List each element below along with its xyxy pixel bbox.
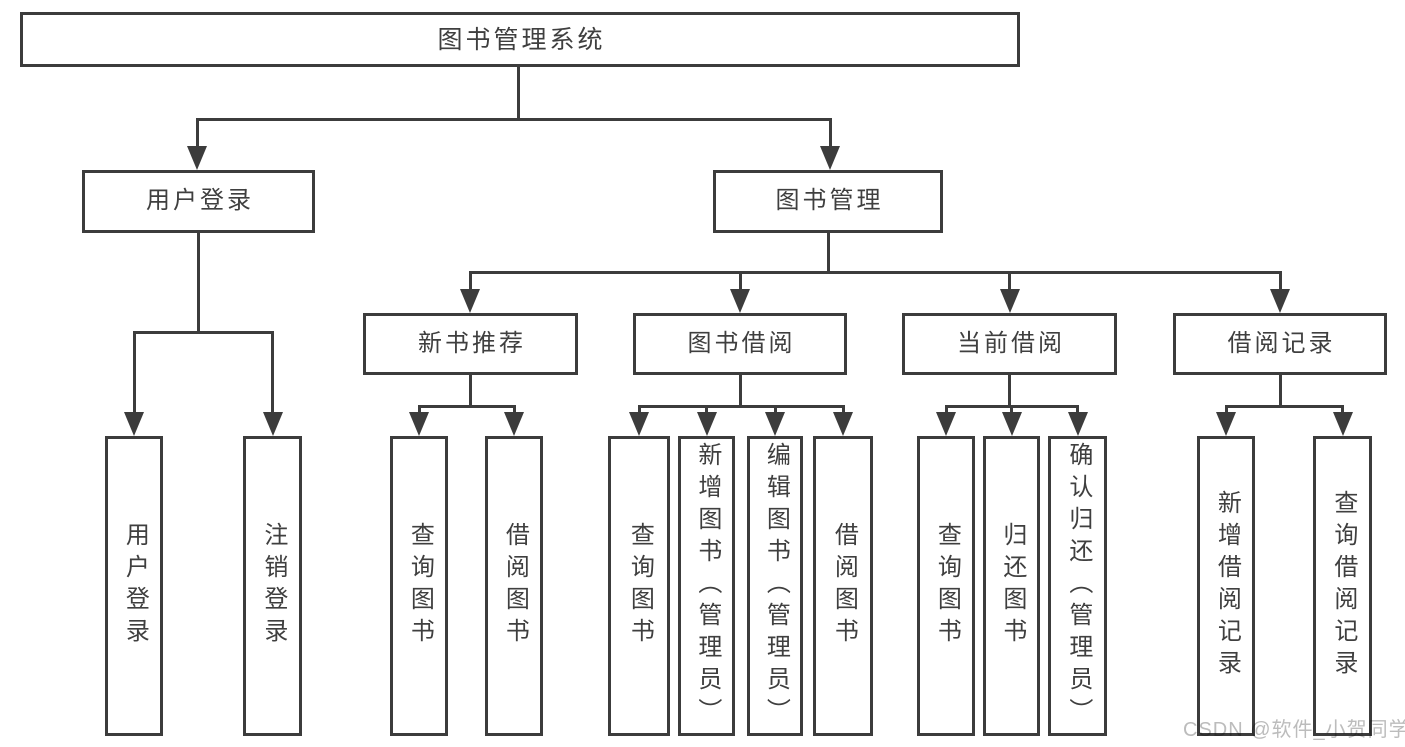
connector-line [418, 405, 421, 417]
connector-line [517, 66, 520, 120]
leaf-add-book-admin: 新增图书（管理员） [678, 436, 735, 736]
connector-line [1008, 271, 1011, 291]
node-label: 查询借阅记录 [1329, 490, 1357, 682]
connector-line [774, 405, 777, 417]
node-label: 借阅图书 [501, 522, 529, 650]
connector-line [1008, 374, 1011, 407]
arrow-down-icon [629, 412, 649, 436]
node-label: 图书管理系统 [437, 25, 606, 54]
connector-line [842, 405, 845, 417]
leaf-user-login: 用户登录 [105, 436, 163, 736]
arrow-down-icon [730, 289, 750, 313]
node-borrow-records: 借阅记录 [1173, 313, 1387, 375]
node-label: 用户登录 [146, 187, 254, 215]
arrow-down-icon [187, 146, 207, 170]
node-book-management: 图书管理 [713, 170, 943, 233]
arrow-down-icon [504, 412, 524, 436]
connector-line [418, 405, 516, 408]
connector-line [705, 405, 708, 417]
leaf-borrow-books-recommend: 借阅图书 [485, 436, 543, 736]
node-label: 当前借阅 [957, 329, 1065, 357]
leaf-add-borrow-record: 新增借阅记录 [1197, 436, 1255, 736]
arrow-down-icon [409, 412, 429, 436]
node-label: 借阅图书 [830, 522, 858, 650]
arrow-down-icon [263, 412, 283, 436]
connector-line [196, 118, 832, 121]
leaf-query-books-current: 查询图书 [917, 436, 975, 736]
node-label: 注销登录 [259, 522, 287, 650]
connector-line [469, 271, 1282, 274]
connector-line [739, 374, 742, 407]
node-label: 确认归还（管理员） [1064, 442, 1092, 730]
arrow-down-icon [1002, 412, 1022, 436]
node-library-management-system: 图书管理系统 [20, 12, 1020, 67]
node-label: 图书借阅 [687, 329, 796, 357]
node-label: 新书推荐 [418, 329, 526, 357]
arrow-down-icon [124, 412, 144, 436]
connector-line [513, 405, 516, 417]
connector-line [1076, 405, 1079, 417]
connector-line [1279, 374, 1282, 407]
node-label: 编辑图书（管理员） [762, 442, 790, 730]
arrow-down-icon [1216, 412, 1236, 436]
leaf-query-books-borrow: 查询图书 [608, 436, 670, 736]
node-label: 借阅记录 [1227, 329, 1336, 357]
arrow-down-icon [460, 289, 480, 313]
arrow-down-icon [1270, 289, 1290, 313]
arrow-down-icon [1000, 289, 1020, 313]
connector-line [197, 231, 200, 333]
connector-line [829, 118, 832, 148]
connector-line [133, 331, 136, 414]
arrow-down-icon [820, 146, 840, 170]
node-label: 图书管理 [775, 187, 884, 215]
connector-line [196, 118, 199, 148]
connector-line [827, 231, 830, 274]
connector-line [638, 405, 845, 408]
leaf-query-borrow-record: 查询借阅记录 [1313, 436, 1372, 736]
arrow-down-icon [765, 412, 785, 436]
node-label: 新增图书（管理员） [693, 442, 721, 730]
arrow-down-icon [1333, 412, 1353, 436]
connector-line [1225, 405, 1344, 408]
connector-line [1225, 405, 1228, 417]
connector-line [469, 271, 472, 291]
leaf-confirm-return-admin: 确认归还（管理员） [1048, 436, 1107, 736]
connector-line [271, 331, 274, 414]
node-current-borrow: 当前借阅 [902, 313, 1117, 375]
node-new-book-recommend: 新书推荐 [363, 313, 578, 375]
node-label: 查询图书 [933, 522, 961, 650]
connector-line [1341, 405, 1344, 417]
connector-line [739, 271, 742, 291]
leaf-edit-book-admin: 编辑图书（管理员） [747, 436, 803, 736]
node-label: 查询图书 [406, 522, 434, 650]
connector-line [1279, 271, 1282, 291]
node-label: 用户登录 [121, 522, 149, 650]
connector-line [1010, 405, 1013, 417]
connector-line [638, 405, 641, 417]
leaf-borrow-books: 借阅图书 [813, 436, 873, 736]
leaf-query-books-recommend: 查询图书 [390, 436, 448, 736]
node-label: 查询图书 [626, 522, 654, 650]
node-label: 归还图书 [998, 522, 1026, 650]
leaf-logout: 注销登录 [243, 436, 302, 736]
connector-line [133, 331, 274, 334]
connector-line [945, 405, 948, 417]
node-label: 新增借阅记录 [1213, 490, 1241, 682]
node-user-login: 用户登录 [82, 170, 315, 233]
arrow-down-icon [833, 412, 853, 436]
watermark: CSDN @软件_小贺同学 [1183, 719, 1405, 741]
arrow-down-icon [697, 412, 717, 436]
arrow-down-icon [936, 412, 956, 436]
node-book-borrow: 图书借阅 [633, 313, 847, 375]
arrow-down-icon [1068, 412, 1088, 436]
leaf-return-book: 归还图书 [983, 436, 1040, 736]
connector-line [469, 374, 472, 407]
